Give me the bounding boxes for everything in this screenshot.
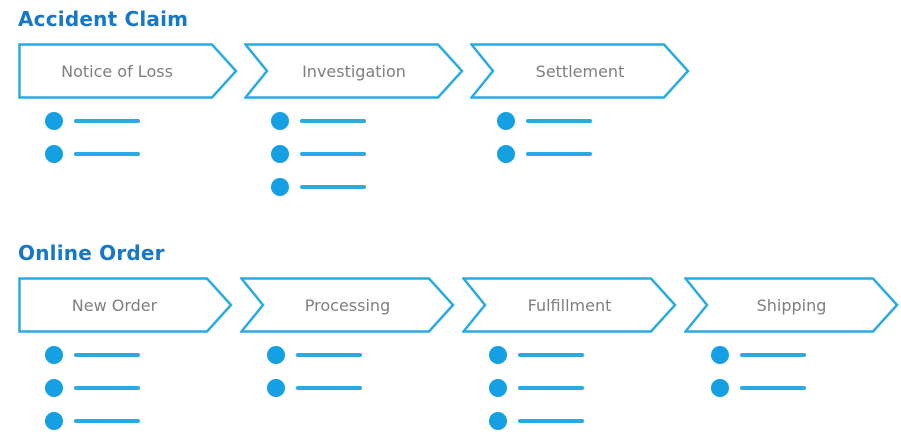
bullet-line	[518, 353, 584, 357]
bullet-line	[526, 119, 592, 123]
bullet-line	[300, 185, 366, 189]
bullet-dot-icon	[271, 178, 289, 196]
step-shipping: Shipping	[684, 277, 899, 333]
step-label: Shipping	[756, 295, 827, 315]
bullet-dot-icon	[489, 346, 507, 364]
bullet-item	[497, 112, 690, 130]
section-title: Accident Claim	[18, 7, 189, 31]
bullet-item	[489, 346, 677, 364]
bullet-line	[296, 353, 362, 357]
step-investigation: Investigation	[244, 43, 464, 99]
bullet-dot-icon	[711, 379, 729, 397]
step-label: New Order	[71, 295, 158, 315]
bullet-dot-icon	[489, 379, 507, 397]
bullet-item	[489, 412, 677, 430]
step-label: Fulfillment	[527, 295, 612, 315]
bullet-item	[497, 145, 690, 163]
chevron-outline	[470, 43, 690, 99]
bullet-dot-icon	[489, 412, 507, 430]
bullet-dot-icon	[45, 112, 63, 130]
bullet-lists-row	[18, 346, 901, 439]
bullet-item	[271, 112, 464, 130]
chevron-outline	[244, 43, 464, 99]
bullet-line	[74, 353, 140, 357]
bullet-line	[740, 353, 806, 357]
bullet-item	[489, 379, 677, 397]
step-fulfillment: Fulfillment	[462, 277, 677, 333]
step-settlement: Settlement	[470, 43, 690, 99]
bullet-dot-icon	[711, 346, 729, 364]
section-title: Online Order	[18, 241, 165, 265]
chevron-outline	[684, 277, 899, 333]
bullet-item	[271, 145, 464, 163]
bullet-list	[244, 112, 464, 211]
bullet-item	[45, 379, 233, 397]
bullet-item	[267, 346, 455, 364]
process-step-row: New Order Processing Fulfillment Shipping	[18, 277, 901, 333]
bullet-item	[45, 412, 233, 430]
bullet-item	[711, 379, 899, 397]
bullet-dot-icon	[271, 145, 289, 163]
bullet-line	[74, 386, 140, 390]
bullet-dot-icon	[45, 412, 63, 430]
process-step-row: Notice of Loss Investigation Settlement	[18, 43, 901, 99]
step-processing: Processing	[240, 277, 455, 333]
bullet-list	[470, 112, 690, 211]
bullet-lists-row	[18, 112, 901, 211]
bullet-dot-icon	[267, 379, 285, 397]
bullet-item	[267, 379, 455, 397]
chevron-outline	[18, 43, 238, 99]
bullet-line	[74, 419, 140, 423]
bullet-line	[518, 386, 584, 390]
bullet-list	[462, 346, 677, 439]
bullet-dot-icon	[497, 145, 515, 163]
bullet-list	[18, 112, 238, 211]
bullet-line	[526, 152, 592, 156]
bullet-item	[45, 346, 233, 364]
bullet-line	[296, 386, 362, 390]
bullet-line	[740, 386, 806, 390]
step-label: Investigation	[302, 61, 406, 81]
bullet-item	[271, 178, 464, 196]
bullet-item	[45, 145, 238, 163]
bullet-dot-icon	[45, 145, 63, 163]
bullet-line	[74, 152, 140, 156]
step-new-order: New Order	[18, 277, 233, 333]
bullet-list	[18, 346, 233, 439]
bullet-line	[300, 152, 366, 156]
bullet-dot-icon	[271, 112, 289, 130]
bullet-dot-icon	[45, 346, 63, 364]
bullet-line	[518, 419, 584, 423]
chevron-outline	[462, 277, 677, 333]
bullet-dot-icon	[497, 112, 515, 130]
bullet-dot-icon	[267, 346, 285, 364]
bullet-list	[240, 346, 455, 439]
chevron-outline	[240, 277, 455, 333]
bullet-item	[711, 346, 899, 364]
bullet-list	[684, 346, 899, 439]
step-notice-of-loss: Notice of Loss	[18, 43, 238, 99]
step-label: Notice of Loss	[61, 61, 173, 81]
step-label: Settlement	[535, 61, 625, 81]
bullet-line	[74, 119, 140, 123]
step-label: Processing	[304, 295, 391, 315]
bullet-dot-icon	[45, 379, 63, 397]
bullet-line	[300, 119, 366, 123]
bullet-item	[45, 112, 238, 130]
chevron-outline	[18, 277, 233, 333]
